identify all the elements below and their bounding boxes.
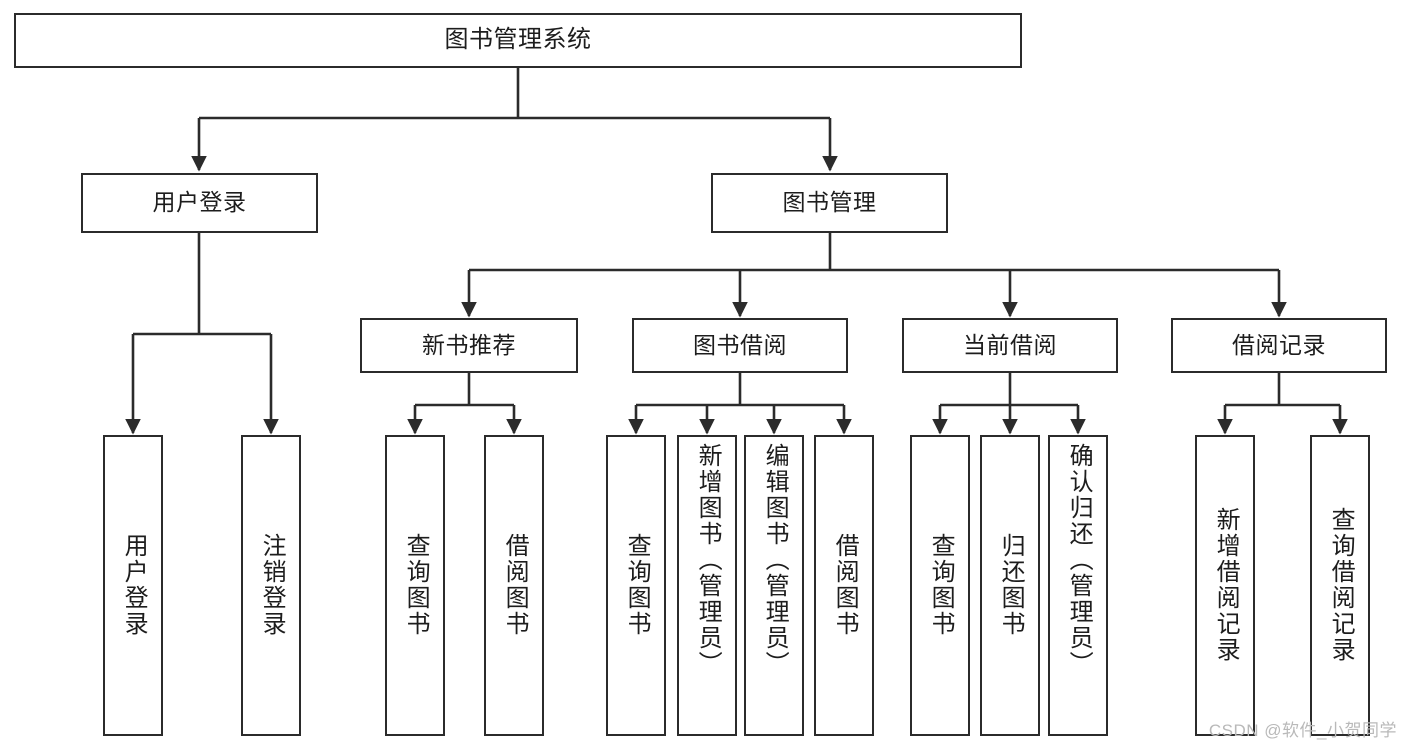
node-new-book-recommend[interactable]: 新书推荐	[360, 318, 578, 373]
leaf-current-return-books[interactable]: 归还图书	[980, 435, 1040, 736]
leaf-current-query-books[interactable]: 查询图书	[910, 435, 970, 736]
node-current-borrow[interactable]: 当前借阅	[902, 318, 1118, 373]
leaf-record-add-borrow-record[interactable]: 新增借阅记录	[1195, 435, 1255, 736]
leaf-borrow-borrow-books[interactable]: 借阅图书	[814, 435, 874, 736]
leaf-user-login-signout[interactable]: 注销登录	[241, 435, 301, 736]
node-root-library-system[interactable]: 图书管理系统	[14, 13, 1022, 68]
leaf-record-query-borrow-record[interactable]: 查询借阅记录	[1310, 435, 1370, 736]
leaf-new-book-query-books[interactable]: 查询图书	[385, 435, 445, 736]
node-user-login[interactable]: 用户登录	[81, 173, 318, 233]
node-book-borrow[interactable]: 图书借阅	[632, 318, 848, 373]
leaf-borrow-query-books[interactable]: 查询图书	[606, 435, 666, 736]
leaf-borrow-add-book-admin[interactable]: 新增图书（管理员）	[677, 435, 737, 736]
leaf-current-confirm-return-admin[interactable]: 确认归还（管理员）	[1048, 435, 1108, 736]
leaf-borrow-edit-book-admin[interactable]: 编辑图书（管理员）	[744, 435, 804, 736]
node-book-management[interactable]: 图书管理	[711, 173, 948, 233]
node-borrow-record[interactable]: 借阅记录	[1171, 318, 1387, 373]
leaf-user-login-signin[interactable]: 用户登录	[103, 435, 163, 736]
leaf-new-book-borrow-books[interactable]: 借阅图书	[484, 435, 544, 736]
